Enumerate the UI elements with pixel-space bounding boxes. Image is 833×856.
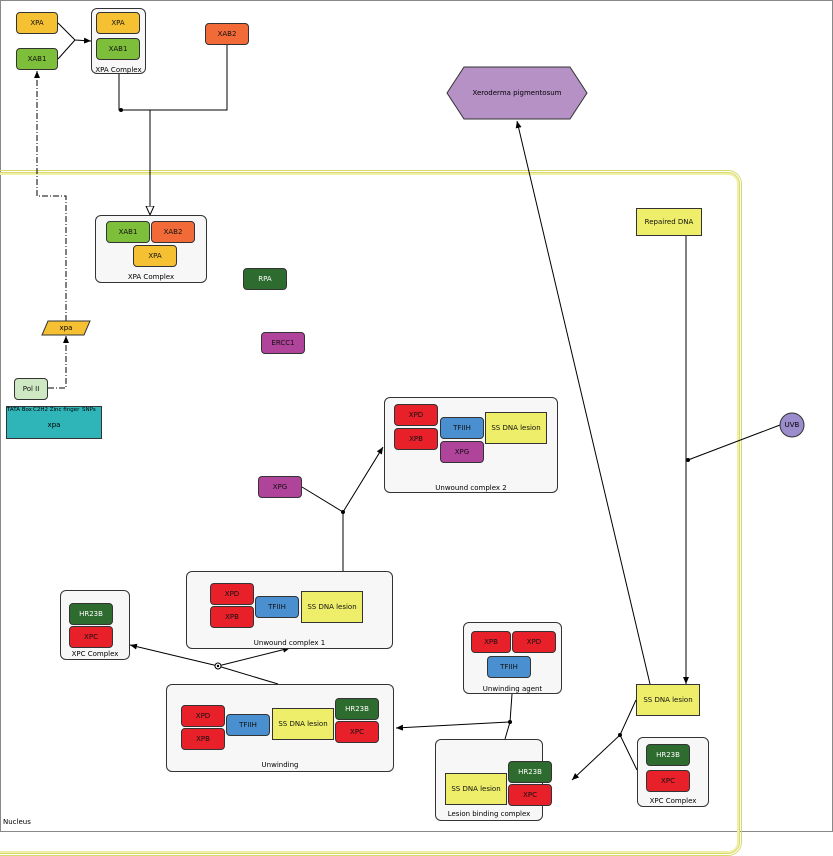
complex-label: Lesion binding complex xyxy=(447,810,531,818)
edge xyxy=(34,71,67,321)
edge xyxy=(48,336,69,389)
xpc-node[interactable]: XPC xyxy=(508,784,552,806)
xpd-node[interactable]: XPD xyxy=(394,404,438,426)
xpd-node[interactable]: XPD xyxy=(181,705,225,727)
disease-label: Xeroderma pigmentosum xyxy=(472,89,562,97)
pol2-node[interactable]: Pol II xyxy=(14,378,48,400)
uvb-node xyxy=(779,412,805,438)
xpd-node[interactable]: XPD xyxy=(210,583,254,605)
complex-label: XPA Complex xyxy=(95,66,142,74)
gene-feature: TATA Box xyxy=(7,407,32,413)
xab1-node[interactable]: XAB1 xyxy=(96,38,140,60)
tfiih-node[interactable]: TFIIH xyxy=(440,417,484,439)
xpc-complex-left[interactable]: XPC Complex xyxy=(60,590,130,660)
xpg-node[interactable]: XPG xyxy=(258,476,302,498)
edge xyxy=(509,693,513,723)
complex-label: XPC Complex xyxy=(649,797,697,805)
ss-dna-lesion-node[interactable]: SS DNA lesion xyxy=(301,591,363,623)
nucleus-label: Nucleus xyxy=(3,818,31,826)
xpc-node[interactable]: XPC xyxy=(335,721,379,743)
edge xyxy=(515,120,651,685)
edge xyxy=(118,74,150,215)
xpa-rna-node xyxy=(41,320,91,336)
edge xyxy=(217,646,291,667)
edge xyxy=(57,39,76,60)
xpb-node[interactable]: XPB xyxy=(471,631,511,653)
complex-label: Unwound complex 2 xyxy=(435,484,507,492)
edge xyxy=(121,45,228,111)
gene-xpa[interactable]: TATA Box C2H2 Zinc finger SNPs xpa xyxy=(6,406,102,439)
ss-dna-lesion-node[interactable]: SS DNA lesion xyxy=(272,708,334,740)
hr23b-node[interactable]: HR23B xyxy=(508,761,552,783)
edge xyxy=(129,643,279,685)
xpg-node[interactable]: XPG xyxy=(440,441,484,463)
edge xyxy=(687,424,781,461)
ss-dna-lesion-node[interactable]: SS DNA lesion xyxy=(636,684,700,716)
xab1-node[interactable]: XAB1 xyxy=(16,48,58,70)
hr23b-node[interactable]: HR23B xyxy=(335,698,379,720)
edge xyxy=(571,699,637,781)
uvb-label: UVB xyxy=(784,421,800,429)
complex-label: Unwinding xyxy=(261,761,299,769)
xab1-node[interactable]: XAB1 xyxy=(106,221,150,243)
edge xyxy=(57,22,92,44)
xab2-node[interactable]: XAB2 xyxy=(205,23,249,45)
edge xyxy=(342,446,384,571)
tfiih-node[interactable]: TFIIH xyxy=(487,656,531,678)
xpb-node[interactable]: XPB xyxy=(181,728,225,750)
gene-feature: C2H2 Zinc finger xyxy=(33,407,80,413)
ss-dna-lesion-node[interactable]: SS DNA lesion xyxy=(445,773,507,805)
complex-label: XPA Complex xyxy=(127,273,175,281)
tfiih-node[interactable]: TFIIH xyxy=(255,596,299,618)
xpa-node[interactable]: XPA xyxy=(96,12,140,34)
gene-label: xpa xyxy=(47,421,61,429)
complex-label: Unwound complex 1 xyxy=(253,639,326,647)
complex-label: XPC Complex xyxy=(71,650,119,658)
xpb-node[interactable]: XPB xyxy=(210,606,254,628)
xpc-node[interactable]: XPC xyxy=(646,770,690,792)
xab2-node[interactable]: XAB2 xyxy=(151,221,195,243)
disease-node xyxy=(446,66,588,120)
hr23b-node[interactable]: HR23B xyxy=(646,744,690,766)
repaired-dna-node[interactable]: Repaired DNA xyxy=(636,208,702,236)
xpa-node[interactable]: XPA xyxy=(133,245,177,267)
hr23b-node[interactable]: HR23B xyxy=(69,603,113,625)
xpa-rna-label: xpa xyxy=(59,324,73,332)
edge xyxy=(301,486,344,513)
xpd-node[interactable]: XPD xyxy=(512,631,556,653)
edge xyxy=(395,721,511,740)
tfiih-node[interactable]: TFIIH xyxy=(226,714,270,736)
xpa-node[interactable]: XPA xyxy=(16,12,58,34)
xpc-node[interactable]: XPC xyxy=(69,626,113,648)
ercc1-node[interactable]: ERCC1 xyxy=(261,332,305,354)
xpb-node[interactable]: XPB xyxy=(394,428,438,450)
edge xyxy=(619,734,638,771)
complex-label: Unwinding agent xyxy=(482,685,543,693)
edges xyxy=(34,22,805,781)
ss-dna-lesion-node[interactable]: SS DNA lesion xyxy=(485,412,547,444)
gene-feature: SNPs xyxy=(82,407,96,413)
rpa-node[interactable]: RPA xyxy=(243,268,287,290)
